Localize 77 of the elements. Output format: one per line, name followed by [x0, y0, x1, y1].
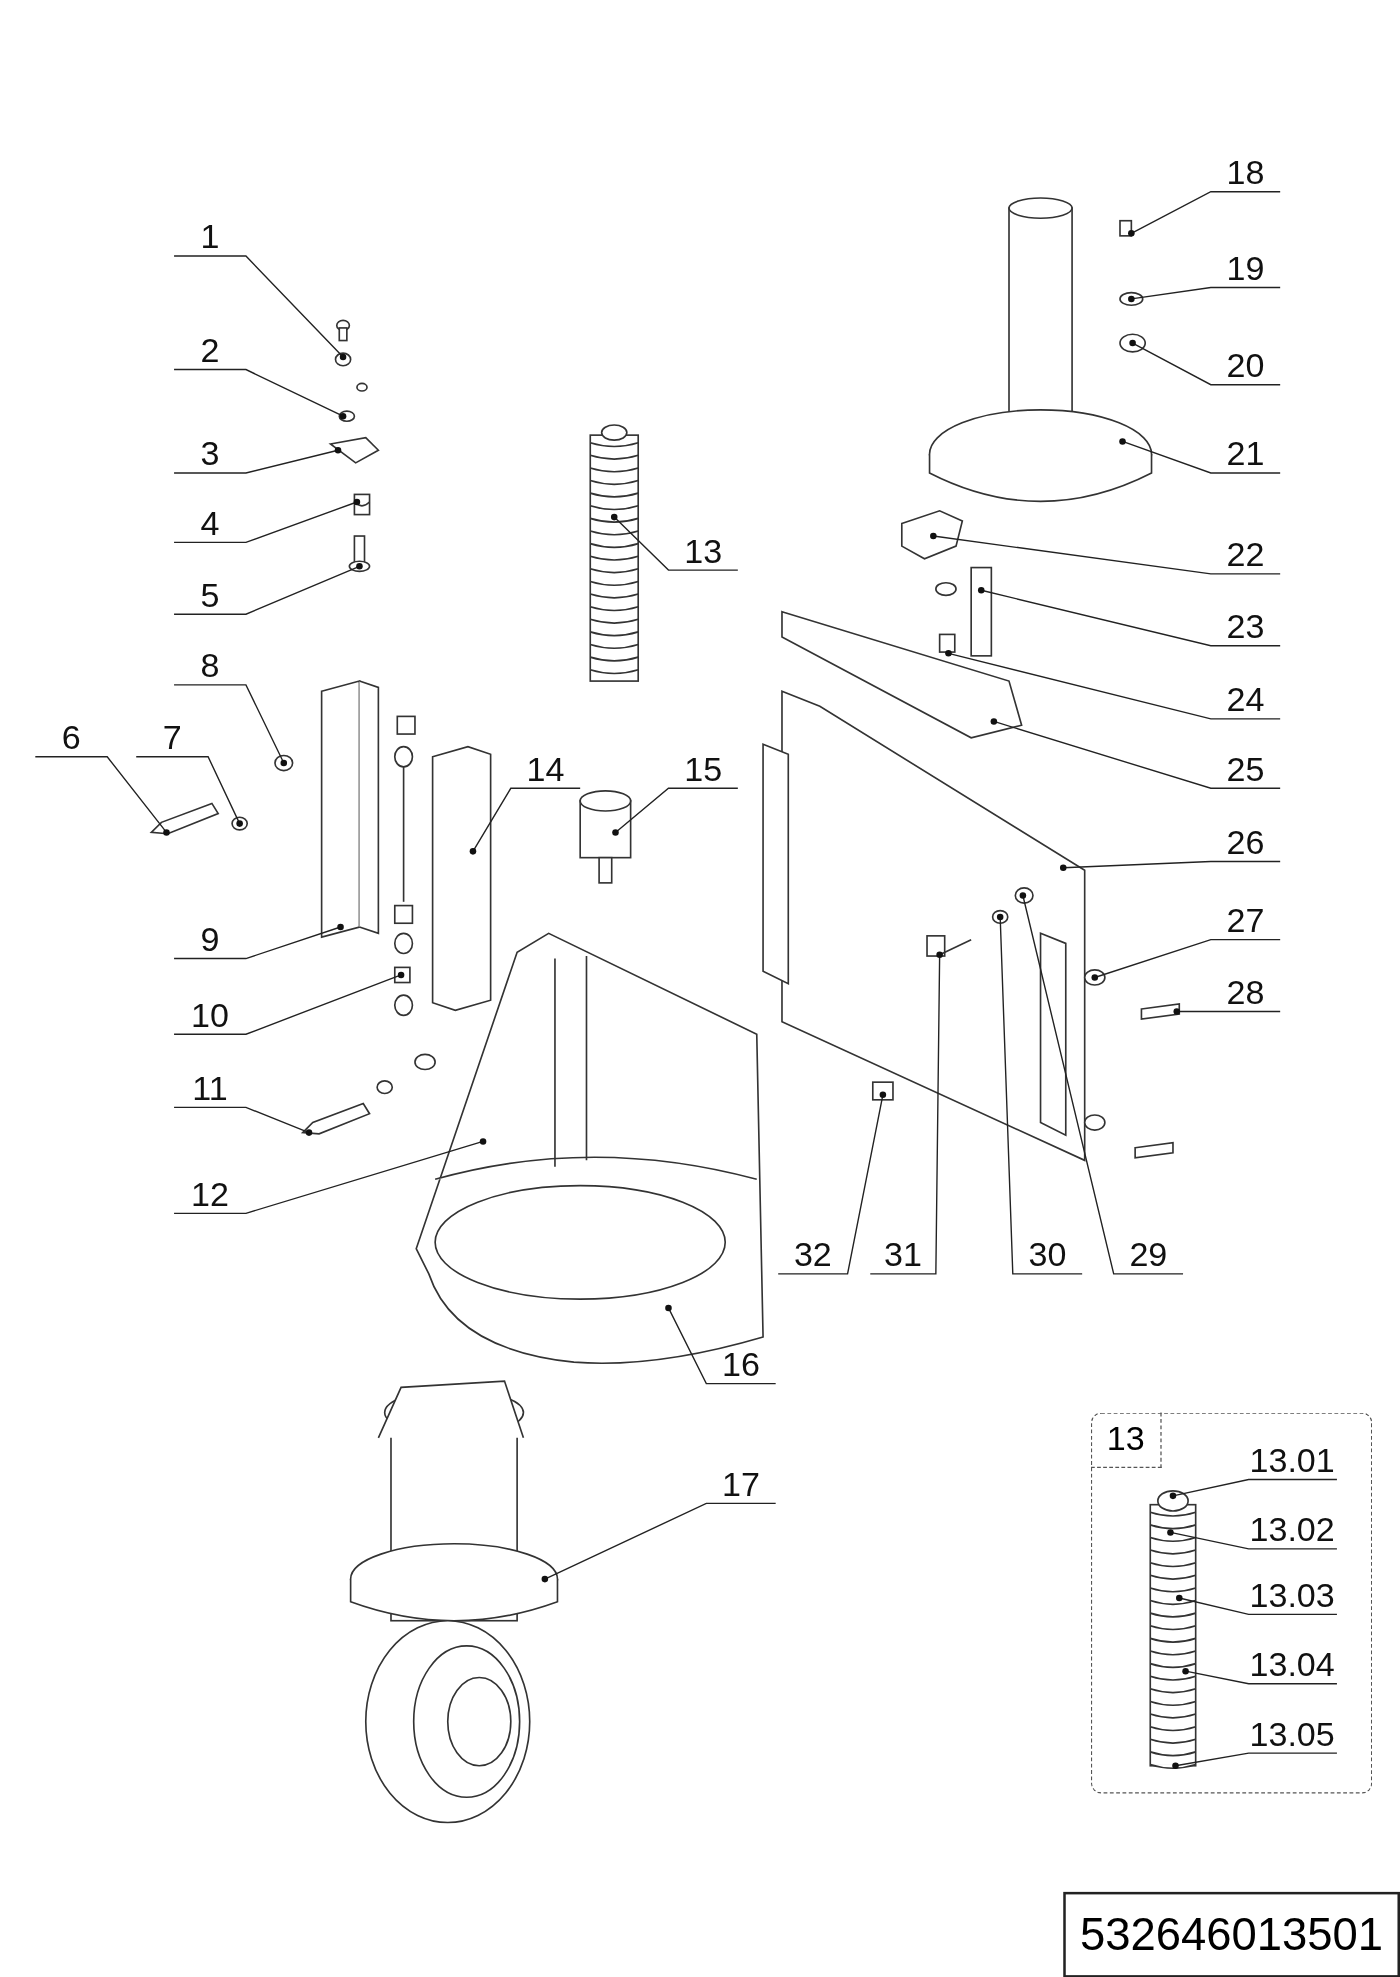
callout-number: 13.05	[1248, 1717, 1337, 1750]
callout-number: 13.03	[1248, 1578, 1337, 1612]
callout-number: 24	[1210, 683, 1281, 717]
callout-number: 4	[174, 507, 246, 540]
leader-line	[612, 787, 739, 836]
leader-line	[541, 1502, 777, 1583]
callout-number: 13.02	[1248, 1512, 1337, 1546]
leader-line	[173, 1138, 487, 1215]
callout-number: 17	[706, 1468, 776, 1501]
leader-line	[173, 368, 347, 420]
callout-number: 20	[1210, 349, 1281, 383]
leader-line	[173, 971, 405, 1035]
callout-number: 25	[1210, 752, 1281, 786]
part-number-box: 532646013501	[1063, 1891, 1400, 1977]
callout-number: 16	[706, 1348, 776, 1382]
callout-number: 32	[778, 1238, 848, 1272]
leader-line	[1128, 286, 1281, 303]
leader-line	[1019, 892, 1184, 1275]
leader-line	[469, 787, 581, 855]
callout-number: 22	[1210, 538, 1281, 572]
leader-line	[945, 650, 1281, 720]
callout-number: 2	[174, 334, 246, 368]
callout-number: 13.01	[1248, 1443, 1337, 1477]
callout-number: 18	[1210, 156, 1281, 190]
detail-frame	[1091, 1412, 1373, 1794]
callout-number: 14	[510, 752, 581, 786]
callout-number: 9	[174, 923, 246, 957]
callout-number: 23	[1210, 610, 1281, 644]
callout-number: 11	[174, 1072, 246, 1105]
callout-number: 30	[1012, 1238, 1083, 1272]
leader-line	[173, 498, 361, 544]
callout-number: 5	[174, 578, 246, 612]
leader-line	[869, 951, 943, 1275]
leader-line	[1129, 339, 1281, 386]
leader-line	[990, 718, 1281, 789]
leader-line	[173, 255, 347, 361]
leader-line	[777, 1091, 887, 1275]
leader-line	[173, 563, 363, 615]
leader-line	[173, 447, 342, 474]
callout-number: 3	[174, 437, 246, 471]
callout-number: 21	[1210, 437, 1281, 471]
callout-number: 26	[1210, 826, 1281, 859]
callout-number: 29	[1113, 1238, 1184, 1272]
leader-line	[1167, 1529, 1338, 1550]
callout-number: 10	[174, 998, 246, 1032]
callout-number: 28	[1210, 976, 1281, 1009]
leader-line	[1169, 1478, 1338, 1500]
leader-line	[665, 1304, 777, 1385]
leader-line	[1059, 860, 1281, 872]
detail-callout-number: 13	[1091, 1412, 1162, 1469]
leader-line	[173, 1106, 313, 1136]
leader-line	[34, 756, 170, 836]
leader-line	[1172, 1752, 1338, 1770]
leader-line	[996, 913, 1083, 1275]
callout-number: 7	[136, 721, 209, 755]
leader-line	[978, 587, 1281, 647]
leader-line	[1091, 938, 1281, 981]
leader-line	[1173, 1008, 1281, 1015]
leader-line	[610, 513, 739, 571]
callout-number: 8	[174, 649, 246, 683]
leader-line	[1119, 438, 1281, 474]
callout-number: 27	[1210, 904, 1281, 938]
leader-line	[173, 923, 344, 960]
leader-line	[930, 532, 1281, 575]
callout-number: 6	[35, 721, 108, 755]
leader-line	[135, 756, 243, 827]
callout-number: 12	[174, 1178, 246, 1211]
leader-line	[1176, 1594, 1338, 1616]
leader-line	[173, 684, 288, 767]
callout-number: 31	[870, 1238, 936, 1272]
callout-number: 13	[668, 534, 738, 568]
leader-line	[1128, 191, 1281, 237]
callout-number: 1	[174, 220, 246, 254]
leader-line	[1182, 1667, 1338, 1685]
callout-number: 13.04	[1248, 1647, 1337, 1681]
callout-number: 15	[668, 752, 738, 786]
callout-number: 19	[1210, 252, 1281, 286]
